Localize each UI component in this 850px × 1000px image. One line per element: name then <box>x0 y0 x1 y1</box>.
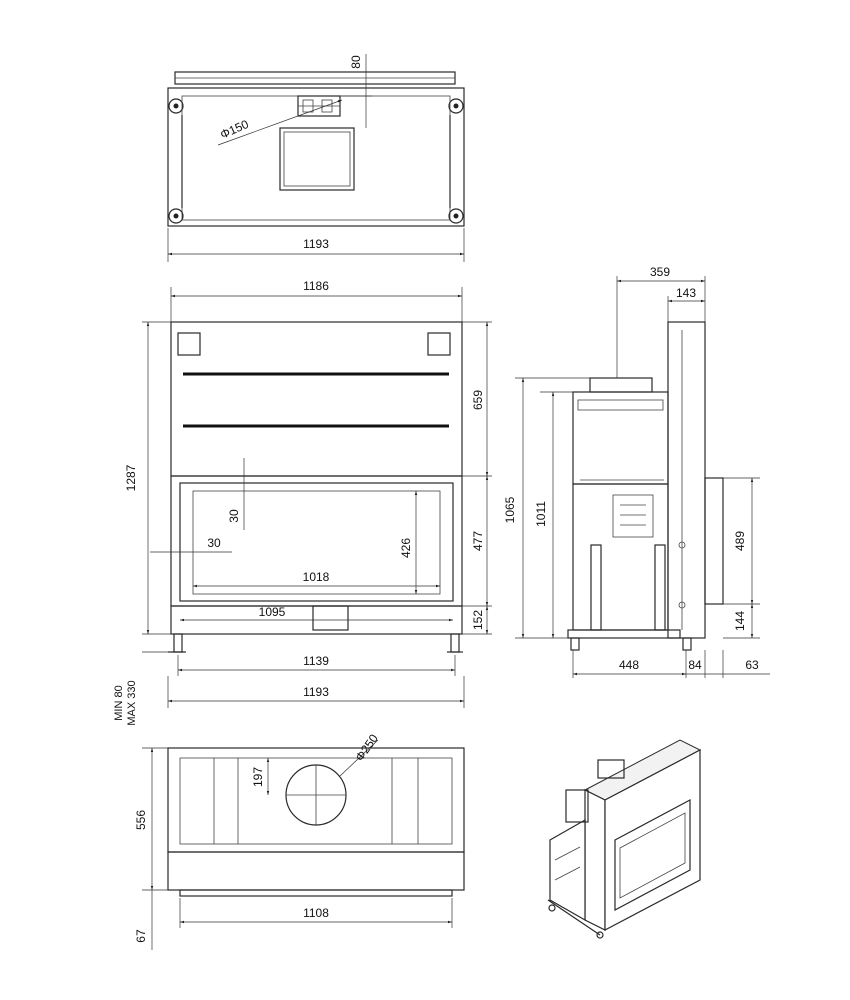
plan-view: Φ250 197 556 67 1108 <box>134 731 465 950</box>
upper-bracket <box>177 332 201 356</box>
firebox-body <box>572 483 669 631</box>
iso-front-face <box>604 749 701 931</box>
side-base <box>567 629 681 639</box>
dim-glass-side: 489 <box>733 531 747 551</box>
dim-upper-height: 659 <box>471 390 485 410</box>
upper-panel <box>170 321 463 477</box>
dim-min: MIN 80 <box>113 685 125 720</box>
dim-total-width: 1193 <box>303 685 329 699</box>
dim-plan-depth: 556 <box>134 810 148 830</box>
dim-bottom-side: 144 <box>733 611 747 631</box>
dim-80: 80 <box>349 55 363 69</box>
dim-top-width: 1193 <box>303 237 329 251</box>
smoke-box <box>572 391 669 485</box>
side-view: 359 143 1065 101 <box>503 265 770 678</box>
dim-glass-width: 1095 <box>259 605 286 619</box>
dim-197: 197 <box>251 767 265 787</box>
dim-inner-30-horizontal: 30 <box>207 536 221 550</box>
front-view: 1186 1287 MIN 80 MAX 330 <box>113 279 492 726</box>
glass-opening <box>192 490 441 595</box>
smoke-chamber <box>279 127 355 191</box>
dim-total-height: 1287 <box>124 464 138 491</box>
dim-glass-height: 477 <box>471 531 485 551</box>
iso-glass <box>614 799 691 911</box>
dim-opening-width: 1018 <box>303 570 330 584</box>
foot <box>173 633 183 653</box>
top-view: 80 Φ150 1193 <box>167 54 465 262</box>
side-flue-collar <box>589 377 653 393</box>
door-side <box>704 477 724 605</box>
top-body-outline <box>167 87 465 227</box>
dim-front-gap: 67 <box>134 929 148 943</box>
dim-depth-top: 359 <box>650 265 670 279</box>
corner-wheel <box>168 98 464 224</box>
side-plate <box>612 494 654 538</box>
dim-base-height: 152 <box>471 610 485 630</box>
dim-depth-448: 448 <box>619 658 639 672</box>
dim-height-1011: 1011 <box>534 501 548 527</box>
dim-84: 84 <box>688 658 702 672</box>
dim-height-1065: 1065 <box>503 496 517 523</box>
door-handle <box>312 605 349 631</box>
dim-max: MAX 330 <box>126 680 138 725</box>
dim-front-frame: 143 <box>676 286 696 300</box>
dim-opening-height: 426 <box>399 538 413 558</box>
dim-flue-150: Φ150 <box>218 117 251 142</box>
dim-inner-30-vertical: 30 <box>227 509 241 523</box>
isometric-view <box>547 739 702 939</box>
glass-frame <box>179 482 454 602</box>
dim-inner-width: 1108 <box>303 906 329 920</box>
dim-top-width-1186: 1186 <box>303 279 329 293</box>
front-frame-column <box>667 321 706 639</box>
dim-feet-width: 1139 <box>303 654 329 668</box>
dim-63: 63 <box>745 658 759 672</box>
plan-front <box>167 851 465 891</box>
